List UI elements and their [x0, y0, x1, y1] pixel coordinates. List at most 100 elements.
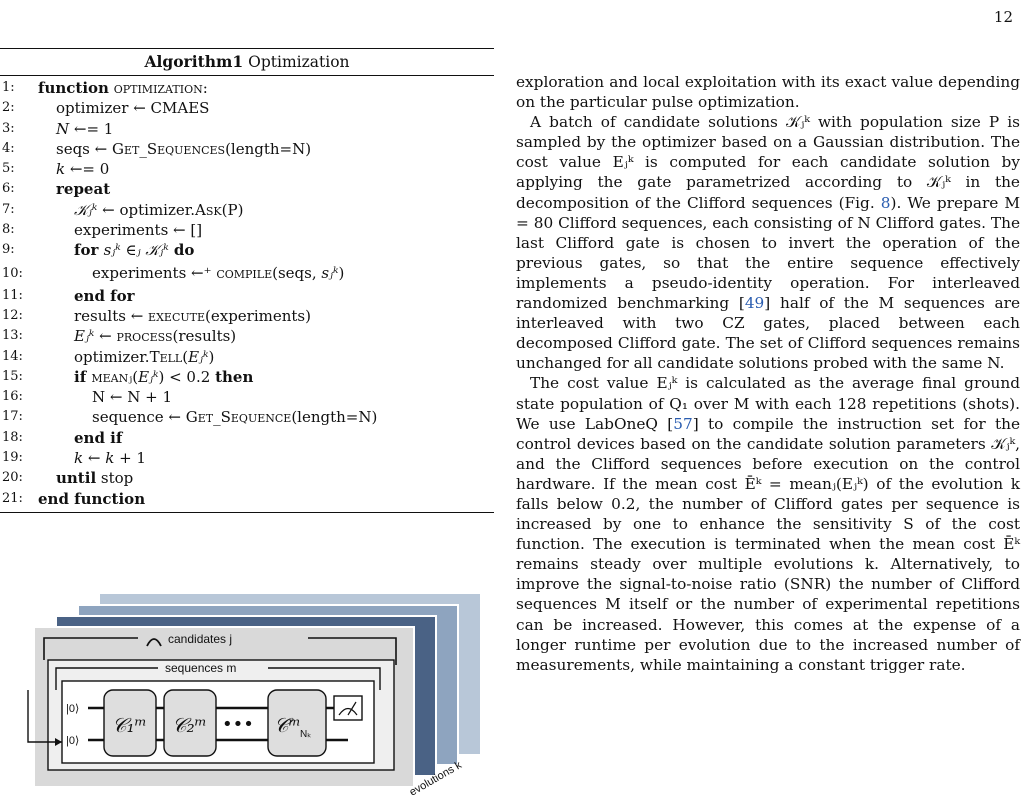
algorithm-line: 5:k ←= 0 — [0, 159, 494, 179]
line-code: repeat — [56, 179, 110, 199]
ellipsis-bg — [220, 710, 264, 738]
code-token: + 1 — [114, 449, 146, 468]
algorithm-line: 14: optimizer.Tell(Eⱼᵏ) — [0, 347, 494, 367]
paragraph-3-part-b: ] to compile the instruction set for the… — [516, 414, 1020, 674]
paragraph-3: The cost value Eⱼᵏ is calculated as the … — [516, 373, 1020, 674]
code-token: ←= 1 — [69, 119, 114, 138]
code-token: end if — [74, 428, 123, 447]
figure-reference-link[interactable]: 8 — [880, 193, 891, 212]
algorithm-line: 6: repeat — [0, 179, 494, 199]
line-code: if meanⱼ(Eⱼᵏ) < 0.2 then — [74, 367, 253, 387]
code-token: Ask — [195, 200, 222, 219]
line-code: optimizer.Tell(Eⱼᵏ) — [74, 347, 214, 367]
line-number: 7: — [2, 201, 15, 217]
code-token: (length=N) — [225, 139, 312, 158]
line-code: N ← N + 1 — [92, 387, 172, 407]
clifford-gate-1 — [103, 689, 157, 757]
code-token: seqs ← — [56, 139, 112, 158]
algorithm-line: 1: function optimization: — [0, 78, 494, 98]
candidates-label: candidates j — [168, 632, 232, 646]
line-number: 12: — [2, 307, 23, 323]
line-code: seqs ← Get_Sequences(length=N) — [56, 139, 311, 159]
code-token: mean — [91, 367, 129, 386]
line-code: end function — [38, 489, 145, 509]
code-token: Eⱼᵏ — [138, 367, 159, 386]
line-code: N ←= 1 — [56, 119, 113, 139]
figure-svg: candidates j sequences m |0⟩ |0⟩ 𝒞₁ᵐ 𝒞₂ᵐ… — [27, 594, 480, 799]
citation-link-57[interactable]: 57 — [673, 414, 693, 433]
code-token: sⱼᵏ — [321, 263, 339, 282]
code-token: function — [38, 79, 109, 97]
line-number: 20: — [2, 470, 23, 486]
algorithm-line: 18: end if — [0, 428, 494, 448]
paragraph-2: A batch of candidate solutions 𝒦ⱼᵏ with … — [516, 112, 1020, 373]
code-token: stop — [96, 469, 134, 488]
code-token: N ← N + 1 — [92, 388, 173, 407]
line-code: results ← execute(experiments) — [74, 306, 311, 326]
code-token: until — [56, 469, 97, 488]
right-column-text: exploration and local exploitation with … — [516, 72, 1020, 675]
code-token: sⱼᵏ ∈ⱼ 𝒦ⱼᵏ — [103, 241, 169, 260]
algorithm-line: 15: if meanⱼ(Eⱼᵏ) < 0.2 then — [0, 367, 494, 387]
candidates-label-bg — [138, 629, 308, 647]
code-token: optimization: — [108, 79, 208, 97]
code-token: Eⱼᵏ — [74, 327, 95, 346]
algorithm-title: Algorithm1 Optimization — [0, 49, 494, 75]
paragraph-2-part-a: A batch of candidate solutions 𝒦ⱼᵏ with … — [516, 113, 1020, 212]
code-token: Get_Sequence — [185, 408, 292, 427]
algorithm-line: 19:k ← k + 1 — [0, 448, 494, 468]
code-token: then — [215, 367, 254, 386]
line-code: k ← k + 1 — [74, 448, 146, 468]
algorithm-title-label: Algorithm1 — [144, 52, 244, 71]
code-token: 𝒦ⱼᵏ — [74, 200, 98, 219]
line-number: 9: — [2, 242, 15, 258]
code-token: optimizer ← CMAES — [56, 99, 210, 118]
algorithm-line: 3:N ←= 1 — [0, 119, 494, 139]
line-number: 11: — [2, 287, 23, 303]
line-code: experiments ←⁺ compile(seqs, sⱼᵏ) — [92, 261, 344, 286]
code-token: sequence ← — [92, 408, 186, 427]
code-token: ) < 0.2 — [158, 367, 216, 386]
code-token: ←⁺ — [191, 263, 212, 282]
page-number: 12 — [993, 8, 1013, 26]
paragraph-2-part-c: ] half of the M sequences are interleave… — [516, 294, 1020, 373]
line-number: 5: — [2, 161, 15, 177]
algorithm-top-rule — [0, 48, 494, 49]
code-token: experiments — [92, 263, 192, 282]
algorithm-line: 17:sequence ← Get_Sequence(length=N) — [0, 407, 494, 427]
return-arrow — [27, 690, 62, 743]
code-token: Eⱼᵏ — [188, 347, 209, 366]
line-number: 21: — [2, 490, 23, 506]
code-token: results ← — [74, 306, 149, 325]
line-code: end if — [74, 428, 122, 448]
code-token: ←= 0 — [65, 160, 110, 179]
line-code: experiments ← [] — [74, 220, 202, 240]
line-number: 2: — [2, 100, 15, 116]
clifford-gate-n-label: 𝒞ᵐ — [274, 713, 301, 737]
code-token: end for — [74, 286, 135, 305]
code-token: if — [74, 367, 92, 386]
optimization-loop-figure: candidates j sequences m |0⟩ |0⟩ 𝒞₁ᵐ 𝒞₂ᵐ… — [8, 590, 496, 802]
paragraph-1: exploration and local exploitation with … — [516, 73, 1020, 112]
algorithm-title-text: Optimization — [243, 53, 350, 71]
code-token: for — [74, 241, 104, 260]
algorithm-line: 11: end for — [0, 286, 494, 306]
arrow-head-icon — [55, 738, 62, 746]
code-token: (P) — [221, 200, 244, 219]
line-number: 16: — [2, 389, 23, 405]
line-number: 15: — [2, 368, 23, 384]
line-number: 14: — [2, 348, 23, 364]
citation-link-49[interactable]: 49 — [744, 294, 765, 313]
line-number: 18: — [2, 429, 23, 445]
algorithm-line: 8:experiments ← [] — [0, 220, 494, 240]
line-code: 𝒦ⱼᵏ ← optimizer.Ask(P) — [74, 200, 243, 220]
code-token: optimizer. — [74, 347, 150, 366]
code-token: ( — [182, 347, 189, 366]
ket-top: |0⟩ — [66, 703, 79, 715]
algorithm-line: 2: optimizer ← CMAES — [0, 98, 494, 118]
line-number: 4: — [2, 140, 15, 156]
line-number: 1: — [2, 80, 15, 95]
algorithm-line: 10:experiments ←⁺ compile(seqs, sⱼᵏ) — [0, 261, 494, 286]
line-code: until stop — [56, 468, 133, 488]
line-number: 6: — [2, 181, 15, 197]
